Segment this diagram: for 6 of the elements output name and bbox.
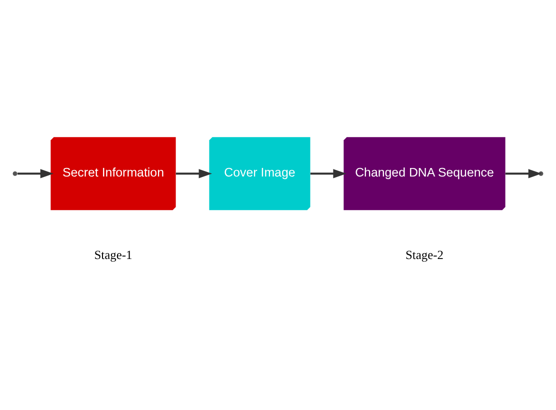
label: Stage-2 [406, 247, 444, 262]
arrow [310, 168, 346, 178]
arrow [17, 168, 54, 178]
arrow [505, 168, 542, 178]
arrow [176, 168, 212, 178]
label: Stage-1 [94, 247, 132, 262]
